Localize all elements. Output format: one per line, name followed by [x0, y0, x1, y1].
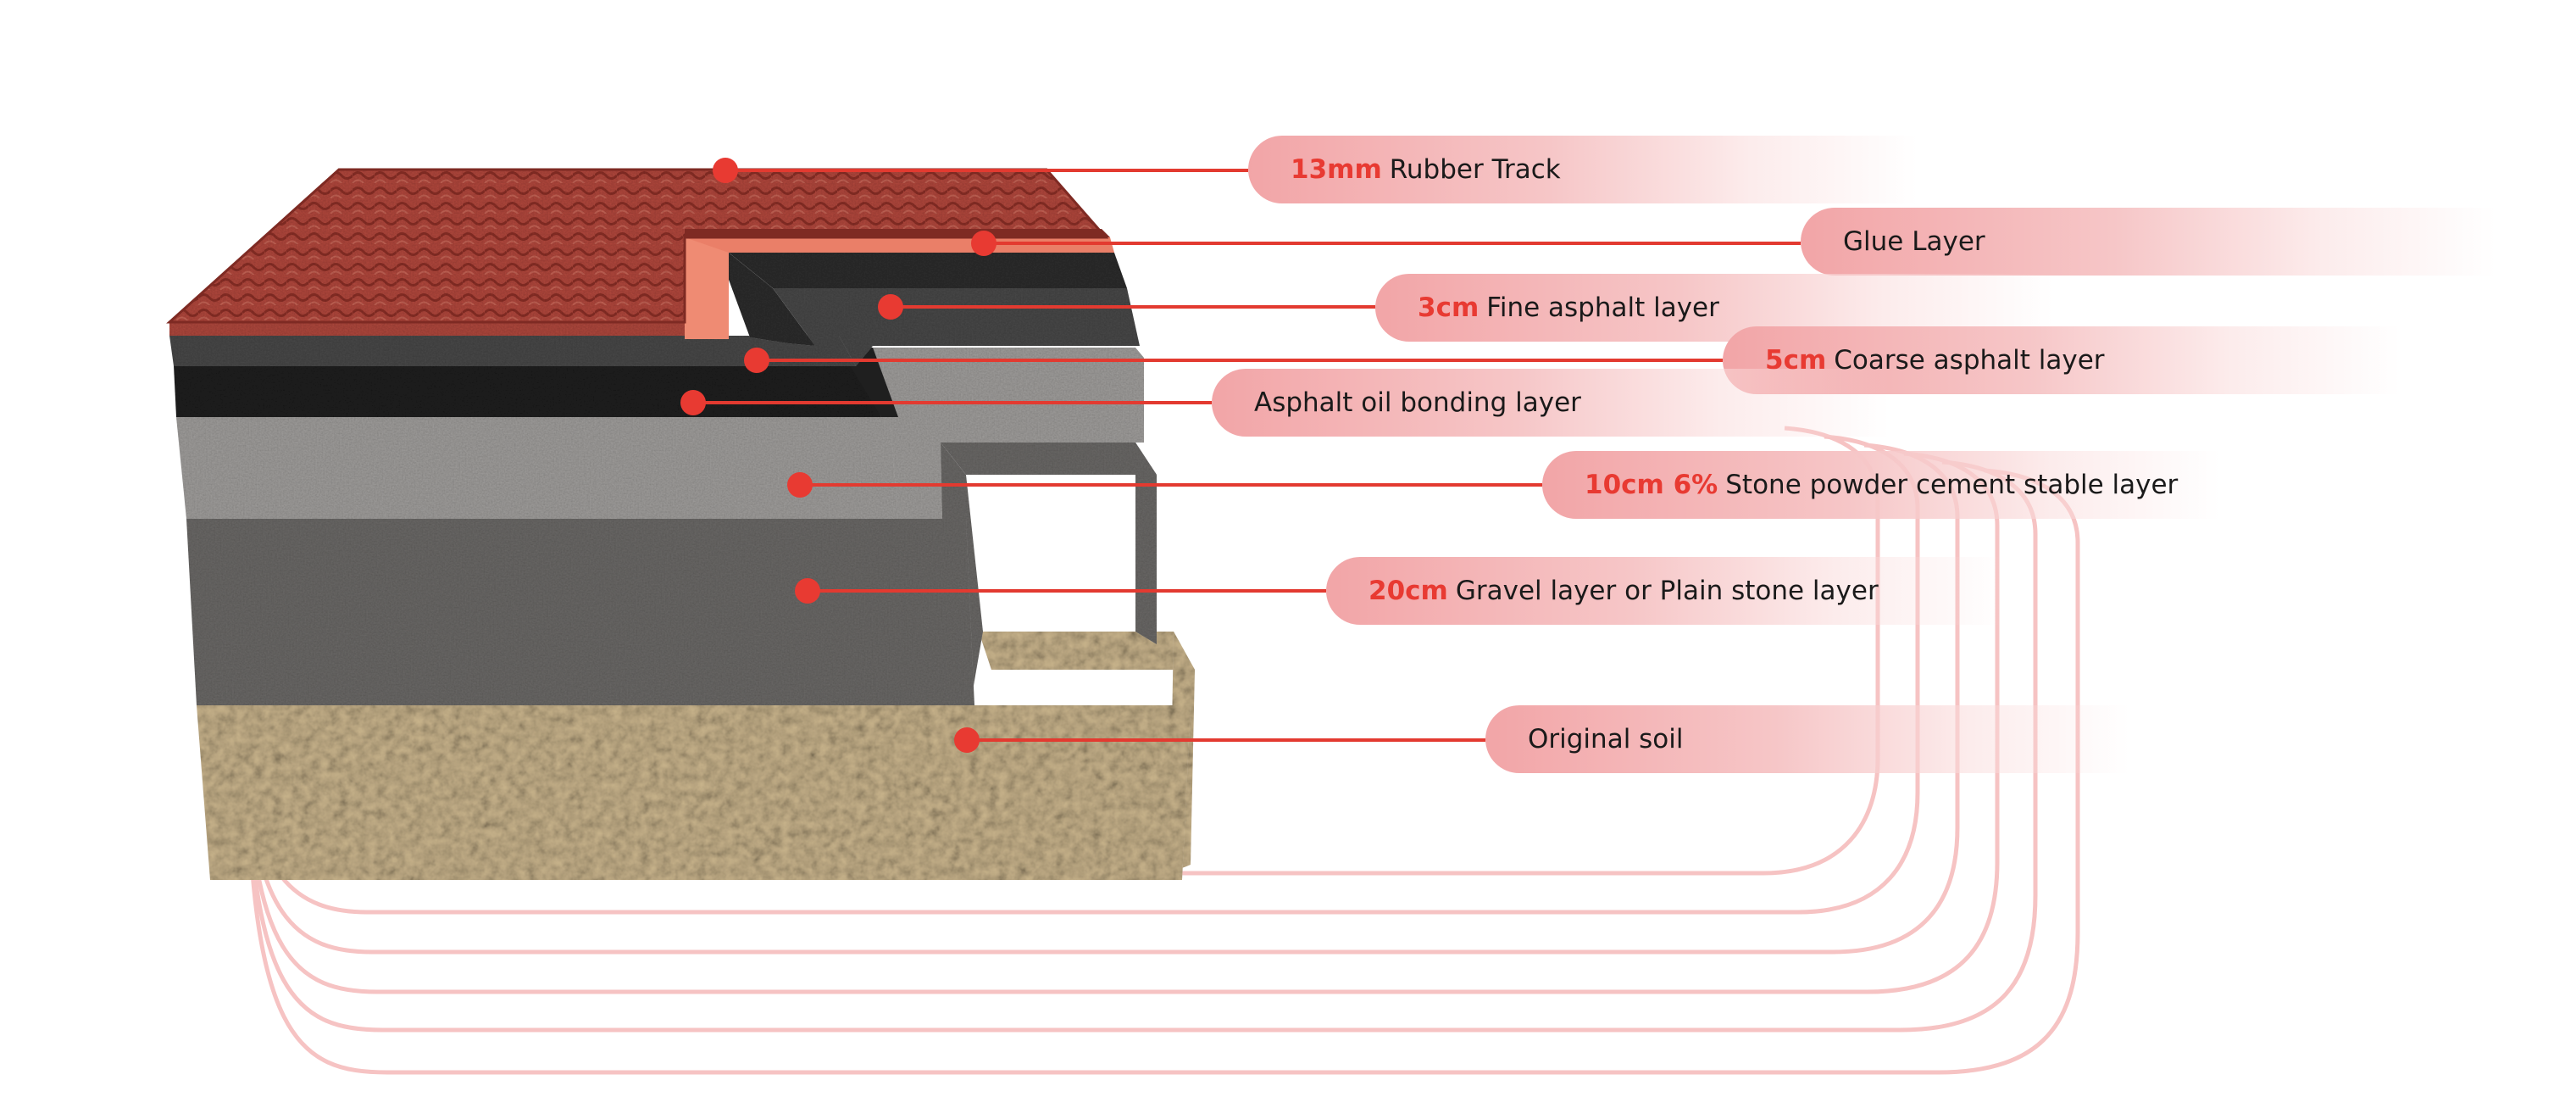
label-fine-asphalt-text: Fine asphalt layer	[1486, 292, 1719, 323]
fine-asphalt-block	[729, 253, 1127, 346]
label-original-soil: Original soil	[1485, 705, 2129, 773]
label-fine-asphalt: 3cm Fine asphalt layer	[1375, 274, 2053, 342]
label-gravel: 20cm Gravel layer or Plain stone layer	[1326, 557, 2004, 625]
glue-block	[685, 237, 1114, 339]
label-stone-powder-thickness: 10cm 6%	[1585, 470, 1718, 500]
leader-dot-bond	[680, 390, 706, 415]
label-stone-powder-text: Stone powder cement stable layer	[1725, 470, 2179, 500]
leader-dot-coarse	[744, 348, 769, 373]
label-fine-asphalt-thickness: 3cm	[1418, 292, 1480, 323]
leader-lines	[680, 158, 1801, 753]
label-asphalt-oil-bonding: Asphalt oil bonding layer	[1212, 369, 1890, 437]
label-glue-layer: Glue Layer	[1801, 208, 2496, 276]
layer-block	[166, 168, 1195, 880]
leader-dot-fine	[878, 294, 903, 320]
soil-block	[197, 632, 1195, 880]
leader-dot-glue	[971, 231, 997, 256]
label-rubber-track-text: Rubber Track	[1389, 154, 1561, 185]
label-asphalt-oil-bonding-text: Asphalt oil bonding layer	[1254, 387, 1581, 418]
stone-powder-block	[176, 348, 1144, 519]
label-rubber-track-thickness: 13mm	[1291, 154, 1382, 185]
label-glue-layer-text: Glue Layer	[1843, 226, 1985, 257]
label-rubber-track: 13mm Rubber Track	[1248, 136, 1918, 203]
leader-dot-gravel	[795, 578, 820, 604]
leader-dot-stone	[787, 472, 813, 498]
leader-dot-soil	[954, 727, 980, 753]
label-gravel-text: Gravel layer or Plain stone layer	[1455, 576, 1879, 606]
label-gravel-thickness: 20cm	[1368, 576, 1448, 606]
label-stone-powder: 10cm 6% Stone powder cement stable layer	[1542, 451, 2220, 519]
label-original-soil-text: Original soil	[1528, 724, 1684, 754]
leader-dot-rubber	[713, 158, 738, 183]
gravel-block	[186, 443, 1157, 705]
